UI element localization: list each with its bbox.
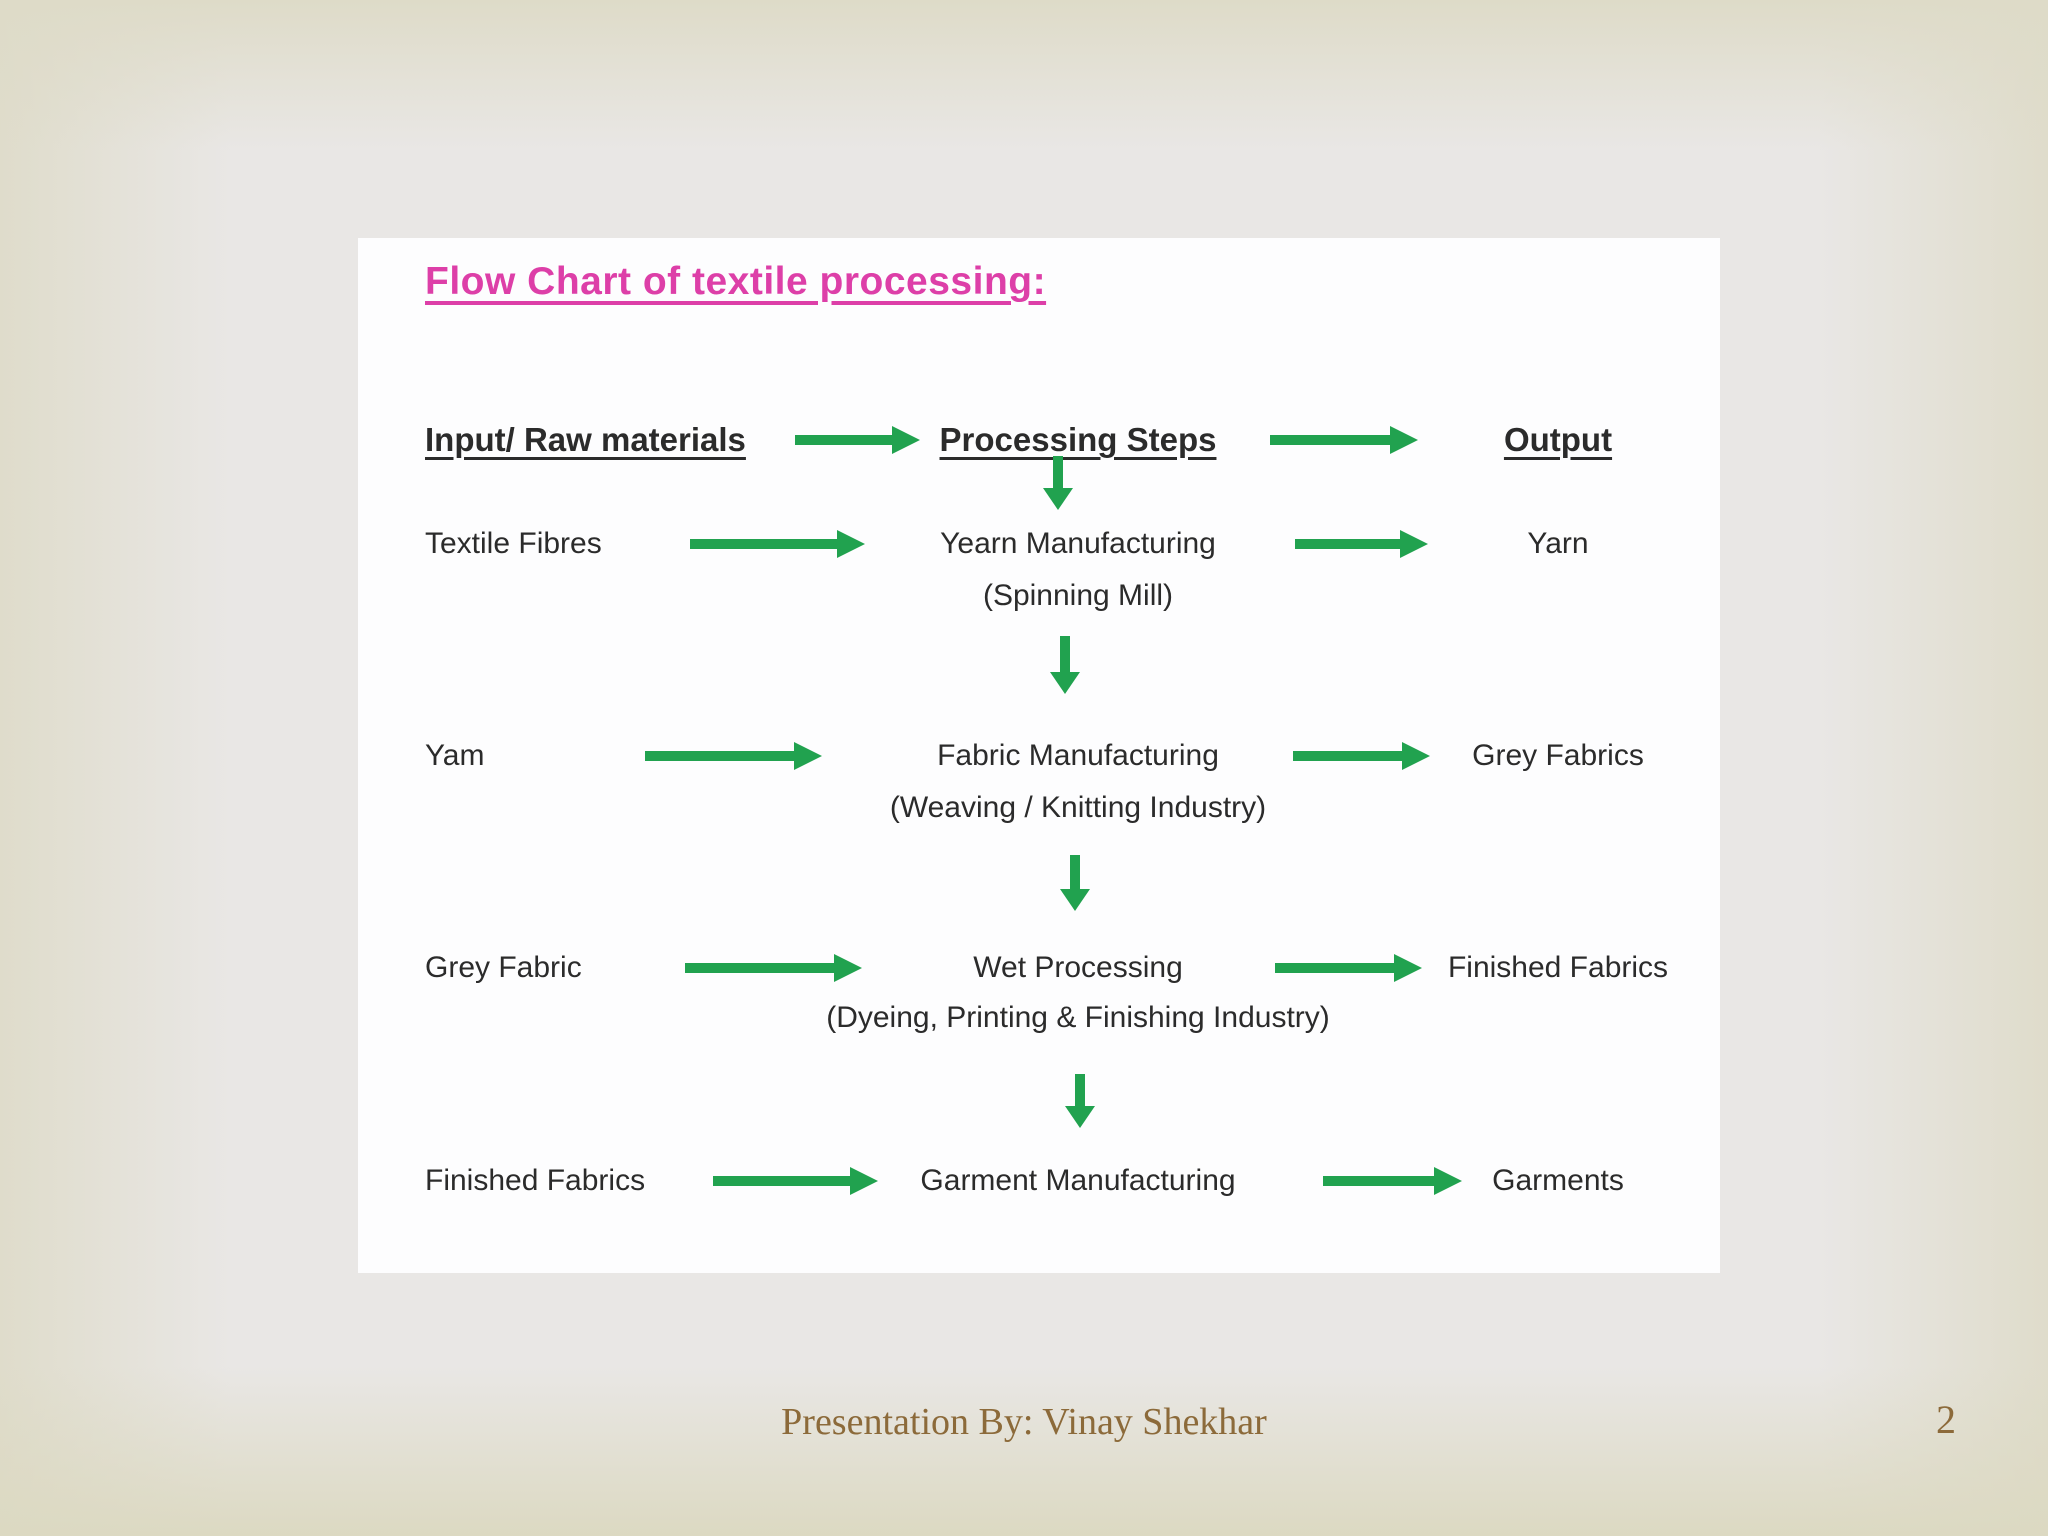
arrow-head <box>834 954 862 982</box>
footer-credit: Presentation By: Vinay Shekhar <box>781 1401 1267 1443</box>
arrow-shaft <box>1075 1074 1085 1106</box>
arrow-right-icon <box>1275 953 1422 983</box>
page-number: 2 <box>1936 1397 1956 1442</box>
row-process-label: Wet Processing <box>973 951 1183 984</box>
arrow-shaft <box>713 1176 850 1186</box>
row-process-subtitle: (Weaving / Knitting Industry) <box>889 791 1267 824</box>
arrow-shaft <box>1270 435 1390 445</box>
arrow-head <box>850 1167 878 1195</box>
row-input-label: Textile Fibres <box>425 527 602 560</box>
arrow-right-icon <box>1293 741 1430 771</box>
row-output-label: Grey Fabrics <box>1472 739 1644 772</box>
arrow-right-icon <box>1295 529 1428 559</box>
arrow-head <box>837 530 865 558</box>
arrow-down-icon <box>1065 1074 1095 1128</box>
arrow-right-icon <box>1323 1166 1462 1196</box>
col-header-input: Input/ Raw materials <box>425 421 746 458</box>
row-output-label: Yarn <box>1527 527 1589 560</box>
arrow-head <box>1402 742 1430 770</box>
arrow-shaft <box>1070 855 1080 889</box>
flow-title: Flow Chart of textile processing: <box>425 260 1047 303</box>
arrow-shaft <box>645 751 794 761</box>
arrow-down-icon <box>1060 855 1090 911</box>
arrow-shaft <box>1293 751 1402 761</box>
arrow-shaft <box>690 539 837 549</box>
flowchart-image: Flow Chart of textile processing: Input/… <box>358 238 1720 1273</box>
arrow-head <box>1065 1106 1095 1128</box>
arrow-right-icon <box>685 953 862 983</box>
col-header-process: Processing Steps <box>939 421 1217 458</box>
arrow-right-icon <box>690 529 865 559</box>
row-output-label: Finished Fabrics <box>1447 951 1669 984</box>
col-header-output: Output <box>1503 421 1613 458</box>
row-output-label: Garments <box>1492 1164 1624 1197</box>
row-input-label: Finished Fabrics <box>425 1164 646 1197</box>
arrow-right-icon <box>645 741 822 771</box>
row-input-label: Grey Fabric <box>425 951 582 984</box>
arrow-shaft <box>795 435 892 445</box>
arrow-head <box>1060 889 1090 911</box>
arrow-head <box>1434 1167 1462 1195</box>
arrow-down-icon <box>1050 636 1080 694</box>
arrow-right-icon <box>713 1166 878 1196</box>
arrow-head <box>794 742 822 770</box>
arrow-right-icon <box>1270 425 1418 455</box>
arrow-head <box>1390 426 1418 454</box>
arrow-head <box>1050 672 1080 694</box>
row-process-label: Fabric Manufacturing <box>937 739 1219 772</box>
arrow-shaft <box>1323 1176 1434 1186</box>
arrow-head <box>892 426 920 454</box>
arrow-shaft <box>1053 456 1063 488</box>
arrow-head <box>1394 954 1422 982</box>
row-process-subtitle: (Dyeing, Printing & Finishing Industry) <box>826 1001 1330 1034</box>
arrow-right-icon <box>795 425 920 455</box>
row-process-label: Garment Manufacturing <box>920 1164 1236 1197</box>
arrow-shaft <box>1060 636 1070 672</box>
row-process-label: Yearn Manufacturing <box>940 527 1216 560</box>
row-input-label: Yam <box>425 739 485 772</box>
arrow-head <box>1043 488 1073 510</box>
arrow-head <box>1400 530 1428 558</box>
arrow-shaft <box>1295 539 1400 549</box>
arrow-down-icon <box>1043 456 1073 510</box>
arrow-shaft <box>1275 963 1394 973</box>
arrow-shaft <box>685 963 834 973</box>
row-process-subtitle: (Spinning Mill) <box>982 579 1174 612</box>
